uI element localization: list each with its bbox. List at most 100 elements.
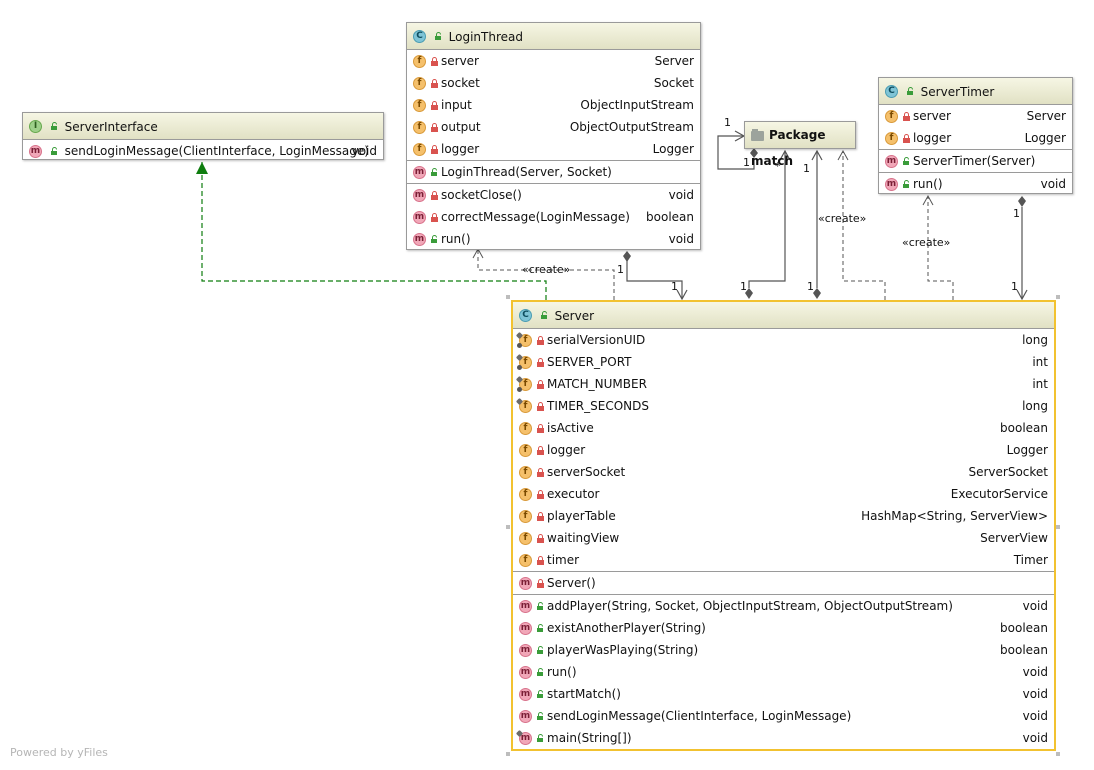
- server-header[interactable]: C Server: [513, 302, 1054, 329]
- loginthread-diamond: [623, 251, 631, 262]
- multiplicity-server-match-1c: 1: [807, 280, 814, 293]
- class-icon: C: [885, 85, 898, 98]
- field-icon: f: [519, 554, 532, 567]
- field-type: int: [1032, 377, 1048, 391]
- field-name: TIMER_SECONDS: [547, 399, 649, 413]
- method-row[interactable]: m sendLoginMessage(ClientInterface, Logi…: [23, 140, 383, 162]
- private-visibility-icon: [537, 534, 544, 543]
- static-final-field-icon: f: [517, 378, 532, 392]
- private-visibility-icon: [537, 424, 544, 433]
- create-loginthread-edge[interactable]: [477, 250, 615, 300]
- create-label-match: «create»: [818, 212, 867, 225]
- multiplicity-self-top: 1: [724, 116, 731, 129]
- package-self-loop[interactable]: [717, 135, 755, 170]
- server-match-edge-1[interactable]: [748, 151, 786, 288]
- private-visibility-icon: [537, 336, 544, 345]
- method-return-type: void: [668, 188, 694, 202]
- static-final-field-icon: f: [517, 356, 532, 370]
- method-name: correctMessage(LoginMessage): [441, 210, 630, 224]
- selection-handle[interactable]: [1056, 752, 1060, 756]
- create-match-edge[interactable]: [842, 151, 886, 300]
- method-icon: m: [519, 644, 532, 657]
- private-visibility-icon: [431, 123, 438, 132]
- loginthread-server-edge[interactable]: [626, 260, 683, 299]
- public-visibility-icon: [903, 180, 909, 188]
- constructor-name: ServerTimer(Server): [913, 154, 1036, 168]
- method-name: playerWasPlaying(String): [547, 643, 699, 657]
- method-name: socketClose(): [441, 188, 522, 202]
- selection-handle[interactable]: [1056, 295, 1060, 299]
- create-timer-edge[interactable]: [927, 196, 954, 300]
- method-name: startMatch(): [547, 687, 621, 701]
- class-server-interface[interactable]: I ServerInterface m sendLoginMessage(Cli…: [22, 112, 384, 160]
- field-icon: f: [519, 532, 532, 545]
- implements-edge[interactable]: [201, 162, 547, 300]
- server-match-diamond-1: [745, 288, 753, 299]
- login-thread-name: LoginThread: [448, 29, 523, 44]
- field-icon: f: [413, 121, 426, 134]
- selection-handle[interactable]: [506, 525, 510, 529]
- selection-handle[interactable]: [1056, 525, 1060, 529]
- selection-handle[interactable]: [506, 752, 510, 756]
- field-name: MATCH_NUMBER: [547, 377, 647, 391]
- field-name: playerTable: [547, 509, 616, 523]
- field-icon: f: [519, 466, 532, 479]
- server-interface-header[interactable]: I ServerInterface: [23, 113, 383, 140]
- field-name: SERVER_PORT: [547, 355, 632, 369]
- public-visibility-icon: [537, 624, 543, 632]
- login-thread-header[interactable]: C LoginThread: [407, 23, 700, 50]
- package-self-diamond: [750, 148, 758, 158]
- constructor-name: Server(): [547, 576, 596, 590]
- public-visibility-icon: [431, 168, 437, 176]
- private-visibility-icon: [537, 468, 544, 477]
- field-name: serialVersionUID: [547, 333, 646, 347]
- servertimer-server-arrowhead: [1016, 289, 1028, 301]
- method-icon: m: [519, 622, 532, 635]
- method-icon: m: [885, 178, 898, 191]
- server-timer-header[interactable]: C ServerTimer: [879, 78, 1072, 105]
- field-type: int: [1032, 355, 1048, 369]
- selection-handle[interactable]: [506, 295, 510, 299]
- server-timer-name: ServerTimer: [920, 84, 995, 99]
- field-icon: f: [413, 99, 426, 112]
- package-match-node[interactable]: Package match: [744, 121, 856, 168]
- field-row[interactable]: f MATCH_NUMBER int: [513, 373, 1054, 395]
- field-row[interactable]: f SERVER_PORT int: [513, 351, 1054, 373]
- method-icon: m: [519, 600, 532, 613]
